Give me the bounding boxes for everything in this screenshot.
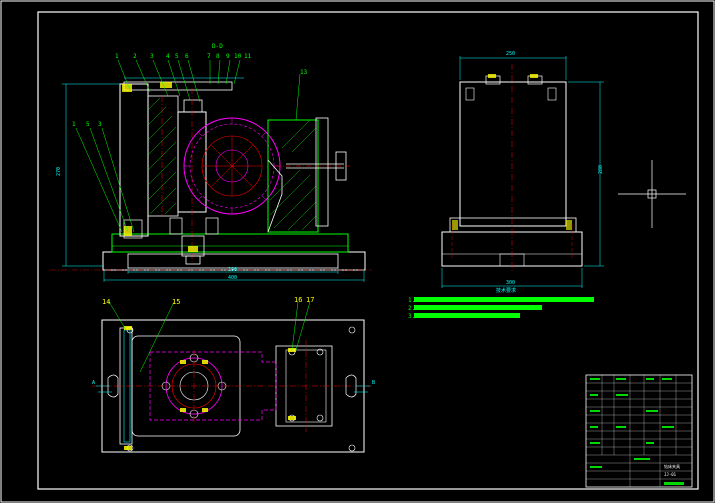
callout-5: 5 (175, 53, 179, 60)
note-3-text (414, 313, 520, 318)
callout-4: 4 (166, 53, 170, 60)
callout-15: 15 (172, 298, 180, 306)
drawing-code: JJ-01 (664, 472, 677, 477)
callout-1: 1 (115, 53, 119, 60)
note-2-number: 2. (408, 305, 415, 312)
section-marker-left: A (92, 380, 95, 386)
note-2-text (414, 305, 542, 310)
note-1-number: 1. (408, 297, 415, 304)
side-view (441, 56, 686, 288)
section-label: D-D (212, 43, 223, 50)
front-view-labels: D-D 1 2 3 4 5 6 7 8 9 10 11 1 5 3 13 270… (56, 43, 308, 281)
callout-10: 10 (234, 53, 242, 60)
drawing-name: 钻床夹具 (664, 463, 680, 469)
callout-6: 6 (185, 53, 189, 60)
note-3-number: 3. (408, 313, 415, 320)
dim-top-text: 250 (506, 51, 515, 57)
callout-left-3: 3 (98, 121, 102, 128)
callout-3: 3 (150, 53, 154, 60)
callout-11: 11 (244, 53, 252, 60)
dim-inner-width-text: 290 (228, 267, 237, 273)
side-view-labels: 250 280 300 技术要求 (496, 51, 604, 294)
sheet-border-inner (37, 11, 699, 490)
dim-height-text: 270 (56, 167, 62, 176)
callout-8: 8 (216, 53, 220, 60)
callout-13: 13 (300, 69, 308, 76)
dim-side-height-text: 280 (598, 165, 604, 174)
technical-notes: 1. 2. 3. (408, 297, 594, 320)
callout-9: 9 (226, 53, 230, 60)
front-view (50, 59, 372, 282)
side-view-caption: 技术要求 (496, 287, 516, 294)
section-marker-right: B (372, 380, 375, 386)
callout-7: 7 (207, 53, 211, 60)
callout-16: 16 (294, 296, 302, 304)
plan-view (92, 299, 372, 453)
plan-view-labels: 14 15 16 17 A B (92, 296, 375, 386)
callout-left-1: 1 (72, 121, 76, 128)
dim-outer-width-text: 400 (228, 275, 237, 281)
callout-17: 17 (306, 296, 314, 304)
callout-14: 14 (102, 298, 110, 306)
callout-left-2: 5 (86, 121, 90, 128)
callout-2: 2 (133, 53, 137, 60)
note-1-text (414, 297, 594, 302)
title-block: 钻床夹具 JJ-01 (585, 374, 693, 488)
dim-bottom-text: 300 (506, 280, 515, 286)
